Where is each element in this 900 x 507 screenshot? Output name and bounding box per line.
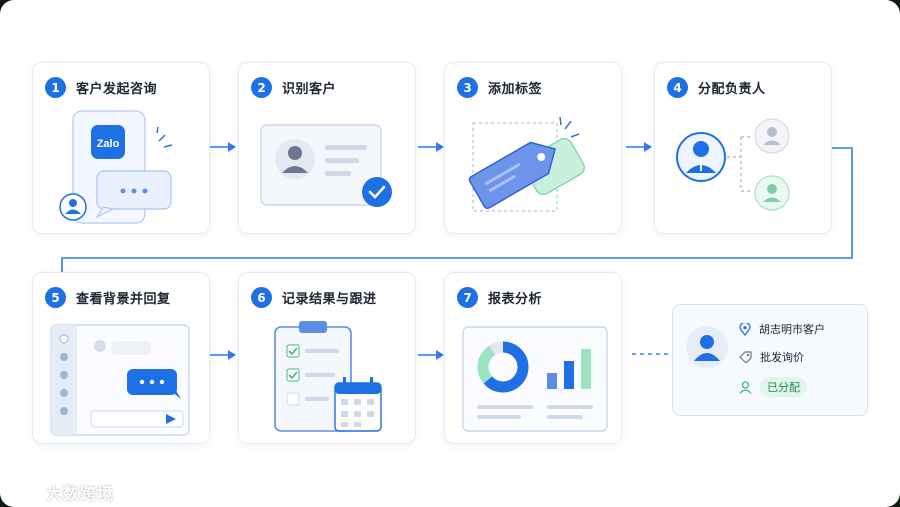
step-card-4: 4 分配负责人 xyxy=(654,62,832,234)
step-card-2: 2 识别客户 xyxy=(238,62,416,234)
step-number: 6 xyxy=(251,287,272,308)
step-number: 2 xyxy=(251,77,272,98)
arrow-right-icon xyxy=(418,350,444,360)
watermark-logo-icon xyxy=(11,485,37,499)
tag-small-icon xyxy=(739,351,752,363)
step-number: 4 xyxy=(667,77,688,98)
chat-window-icon xyxy=(50,324,190,436)
org-assign-icon xyxy=(676,118,790,211)
id-card-check-icon xyxy=(260,124,392,207)
step-title: 查看背景并回复 xyxy=(76,292,171,307)
summary-status-row: 已分配 xyxy=(739,377,807,397)
step-card-5: 5 查看背景并回复 xyxy=(32,272,210,444)
arrow-right-icon xyxy=(210,142,236,152)
step-number: 3 xyxy=(457,77,478,98)
arrow-right-icon xyxy=(418,142,444,152)
clipboard-calendar-icon xyxy=(274,321,382,432)
arrow-right-icon xyxy=(210,350,236,360)
step-title: 添加标签 xyxy=(488,82,543,97)
watermark: 大数跨境 xyxy=(10,480,114,504)
tag-icon xyxy=(468,116,585,212)
summary-tag-row: 批发询价 xyxy=(739,349,804,365)
summary-location: 胡志明市客户 xyxy=(759,323,825,336)
customer-avatar-icon xyxy=(686,326,728,368)
arrow-right-icon xyxy=(626,142,652,152)
summary-tag: 批发询价 xyxy=(760,351,804,364)
step-number: 1 xyxy=(45,77,66,98)
report-chart-icon xyxy=(462,326,608,432)
user-small-icon xyxy=(739,380,752,394)
step-card-6: 6 记录结果与跟进 xyxy=(238,272,416,444)
status-badge: 已分配 xyxy=(760,377,807,397)
zalo-chat-icon: Zalo xyxy=(59,110,173,224)
step-title: 客户发起咨询 xyxy=(76,82,158,97)
customer-summary-card: 胡志明市客户 批发询价 已分配 xyxy=(672,304,868,416)
zalo-logo-text: Zalo xyxy=(97,138,120,150)
row-wrap-connector xyxy=(61,147,853,272)
step-number: 5 xyxy=(45,287,66,308)
step-card-3: 3 添加标签 xyxy=(444,62,622,234)
step-title: 识别客户 xyxy=(282,82,337,97)
watermark-text: 大数跨境 xyxy=(46,484,115,503)
step-title: 记录结果与跟进 xyxy=(282,292,377,307)
step-title: 报表分析 xyxy=(488,292,543,307)
step-card-1: 1 客户发起咨询 Zalo xyxy=(32,62,210,234)
step-card-7: 7 报表分析 xyxy=(444,272,622,444)
location-pin-icon xyxy=(739,322,751,336)
step-title: 分配负责人 xyxy=(698,82,766,97)
summary-location-row: 胡志明市客户 xyxy=(739,321,825,337)
step-number: 7 xyxy=(457,287,478,308)
